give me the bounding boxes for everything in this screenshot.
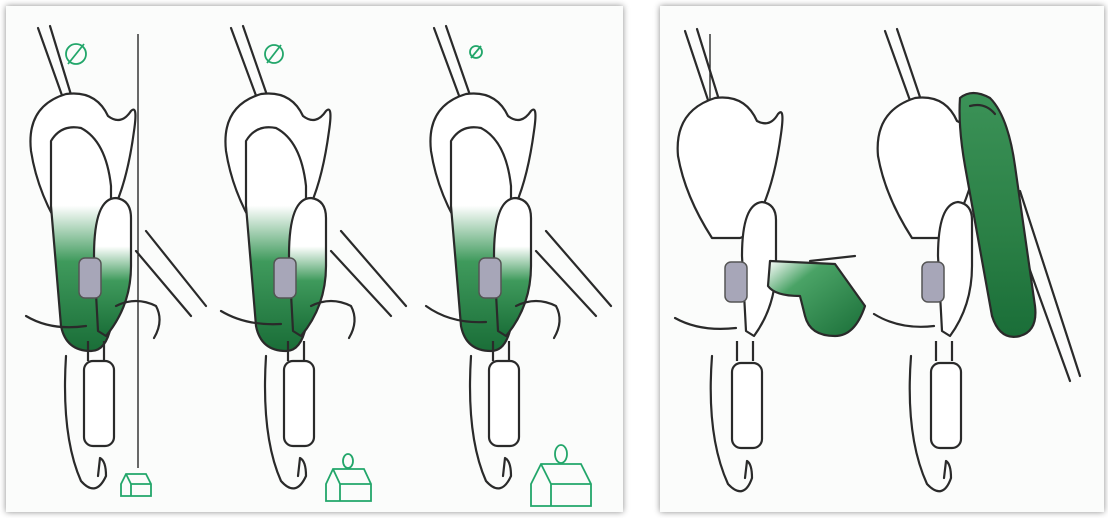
lower-sleeve <box>84 361 114 446</box>
rope-line <box>243 26 268 98</box>
rope-line <box>536 251 596 316</box>
rope-line <box>697 29 720 103</box>
strap-edge <box>810 256 855 261</box>
rope-line <box>136 251 191 316</box>
webbing-strap <box>768 261 865 336</box>
rope-line <box>675 318 736 329</box>
rope-line <box>38 28 64 101</box>
rope-line <box>341 231 406 306</box>
gate-latch <box>725 262 747 302</box>
right-illustration <box>660 6 1104 512</box>
wire-gate <box>936 341 952 361</box>
lower-sleeve <box>489 361 519 446</box>
rope-line <box>231 28 258 101</box>
rope-line <box>685 31 710 106</box>
weight-small <box>121 474 151 496</box>
figure-3 <box>426 26 611 506</box>
rope-line <box>446 26 471 98</box>
gate-latch <box>479 258 501 298</box>
gate-latch <box>79 258 101 298</box>
weight-medium <box>326 454 371 501</box>
lower-sleeve <box>931 363 961 448</box>
left-illustration <box>6 6 623 512</box>
rope-line <box>885 31 912 106</box>
left-panel-three-loads <box>6 6 623 512</box>
weight-large <box>531 445 591 506</box>
figure-2 <box>221 26 406 501</box>
lower-sleeve <box>732 363 762 448</box>
rope-line <box>146 231 206 306</box>
wire-gate <box>737 341 753 361</box>
figure-4 <box>675 29 865 491</box>
rope-line <box>897 29 922 103</box>
figure-1 <box>26 26 206 496</box>
figure-5 <box>874 29 1080 491</box>
gate-latch <box>922 262 944 302</box>
rope-line <box>546 231 611 306</box>
rope-line <box>331 251 391 316</box>
gate-latch <box>274 258 296 298</box>
right-panel-two-configs <box>660 6 1104 512</box>
rope-line <box>434 28 461 101</box>
lower-sleeve <box>284 361 314 446</box>
rope-line <box>874 314 934 327</box>
